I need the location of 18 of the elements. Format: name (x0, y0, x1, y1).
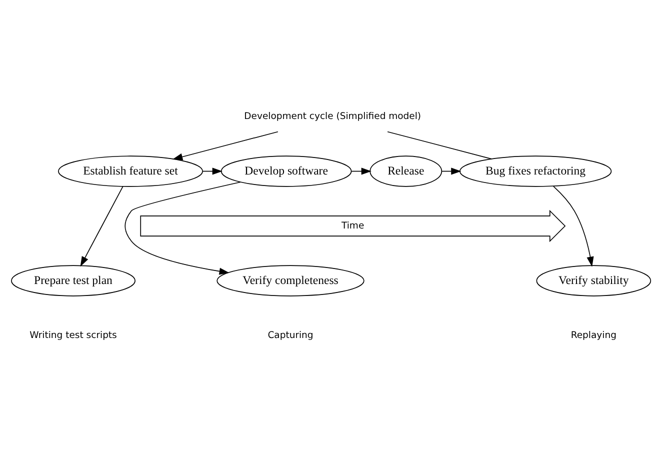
node-ellipse: Release (370, 155, 442, 186)
label: Writing test scripts (30, 329, 117, 340)
node-ellipse: Verify stability (536, 264, 652, 296)
connector (387, 130, 492, 159)
node-ellipse: Bug fixes refactoring (459, 155, 612, 186)
arrow (124, 181, 241, 274)
arrow (441, 167, 462, 174)
node-text: Development cycle (Simplified model) (244, 110, 422, 122)
arrow (553, 185, 594, 266)
arrow (172, 130, 278, 160)
arrow (351, 167, 372, 174)
label: Replaying (570, 329, 616, 340)
node-ellipse: Prepare test plan (11, 264, 136, 296)
node-ellipse: Establish feature set (58, 155, 203, 186)
arrow (202, 167, 222, 174)
arrow (80, 186, 124, 266)
node-ellipse: Develop software (220, 155, 352, 186)
label: Capturing (268, 329, 314, 340)
